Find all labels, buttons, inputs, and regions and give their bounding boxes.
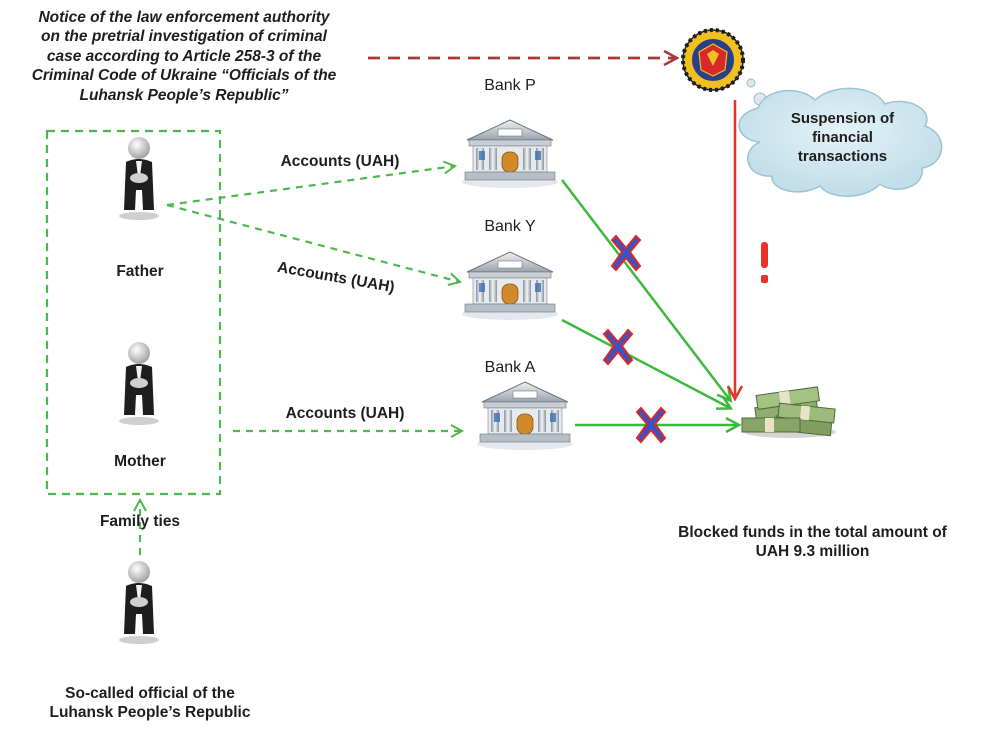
blocked-line: Blocked funds in the total amount of xyxy=(678,524,947,541)
cloud-line: Suspension of xyxy=(790,110,895,127)
cloud-text: Suspension of financial transactions xyxy=(770,110,915,166)
money-stack-icon xyxy=(741,386,836,438)
official-label: So-called official of the Luhansk People… xyxy=(20,684,280,723)
bank-building-icon xyxy=(461,251,559,321)
accounts-label-bottom: Accounts (UAH) xyxy=(285,405,405,422)
bank-p-label: Bank P xyxy=(484,77,536,94)
transfer-arrow-bank-p xyxy=(561,179,730,400)
bank-a-label: Bank A xyxy=(484,359,536,376)
notice-line: Notice of the law enforcement authority xyxy=(38,9,330,26)
account-arrow-father-bank-p xyxy=(166,166,455,207)
official-line: So-called official of the xyxy=(65,685,235,702)
notice-text: Notice of the law enforcement authority … xyxy=(0,8,368,105)
law-enforcement-seal-icon xyxy=(681,28,745,92)
notice-line: on the pretrial investigation of crimina… xyxy=(41,28,327,46)
account-arrow-father-bank-y xyxy=(166,203,460,282)
father-label: Father xyxy=(116,263,164,280)
bank-building-icon xyxy=(476,381,574,451)
suspension-cloud xyxy=(738,87,943,197)
family-box xyxy=(45,129,222,496)
person-icon xyxy=(119,561,159,644)
family-ties-label: Family ties xyxy=(99,513,181,530)
notice-line: case according to Article 258-3 of the xyxy=(46,47,322,65)
blocked-x-icon xyxy=(610,234,642,272)
official-line: Luhansk People’s Republic xyxy=(49,704,251,722)
bank-building-icon xyxy=(461,119,559,189)
blocked-x-icon xyxy=(602,328,634,366)
notice-line: Luhansk People’s Republic” xyxy=(79,86,289,104)
thought-bubble xyxy=(746,78,756,88)
mother-label: Mother xyxy=(114,453,166,470)
accounts-label-top: Accounts (UAH) xyxy=(280,153,400,170)
exclamation-icon xyxy=(761,242,768,283)
person-icon xyxy=(119,137,159,220)
cloud-line: financial xyxy=(812,128,873,146)
blocked-funds-text: Blocked funds in the total amount of UAH… xyxy=(645,523,980,562)
person-icon xyxy=(119,342,159,425)
bank-y-label: Bank Y xyxy=(484,218,536,235)
blocked-line: UAH 9.3 million xyxy=(755,543,870,561)
transfer-arrow-bank-y xyxy=(561,318,730,408)
cloud-line: transactions xyxy=(797,147,888,165)
notice-line: Criminal Code of Ukraine “Officials of t… xyxy=(31,67,337,85)
blocked-x-icon xyxy=(635,406,667,444)
